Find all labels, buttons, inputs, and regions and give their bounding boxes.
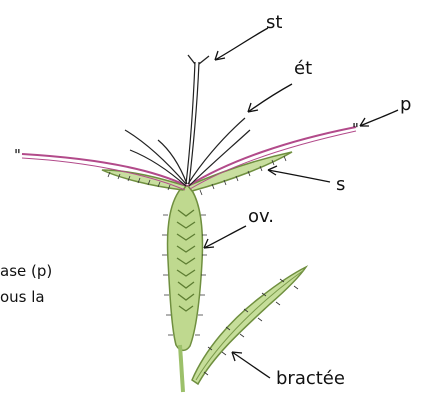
- bract: [192, 267, 306, 384]
- label-stamen: st: [266, 12, 282, 33]
- label-style: ét: [294, 58, 312, 79]
- label-bract: bractée: [276, 368, 345, 389]
- label-petal: p: [400, 94, 411, 115]
- bract-hairs: [204, 279, 298, 375]
- ovary: [168, 186, 203, 350]
- side-text-line1: ase (p): [0, 262, 52, 280]
- label-sepal: s: [336, 174, 345, 195]
- arrow-sepal: [268, 170, 330, 182]
- arrow-bract: [232, 352, 270, 378]
- arrow-ovary: [204, 226, 246, 248]
- petal-tip-right: ": [352, 120, 359, 138]
- arrow-petal: [360, 110, 398, 126]
- arrow-style: [248, 84, 292, 112]
- label-ovary: ov.: [248, 206, 274, 227]
- side-text-line2: ous la: [0, 288, 45, 306]
- arrow-stamen: [215, 28, 268, 60]
- petal-tip-left: ": [14, 146, 21, 164]
- stem: [180, 345, 183, 392]
